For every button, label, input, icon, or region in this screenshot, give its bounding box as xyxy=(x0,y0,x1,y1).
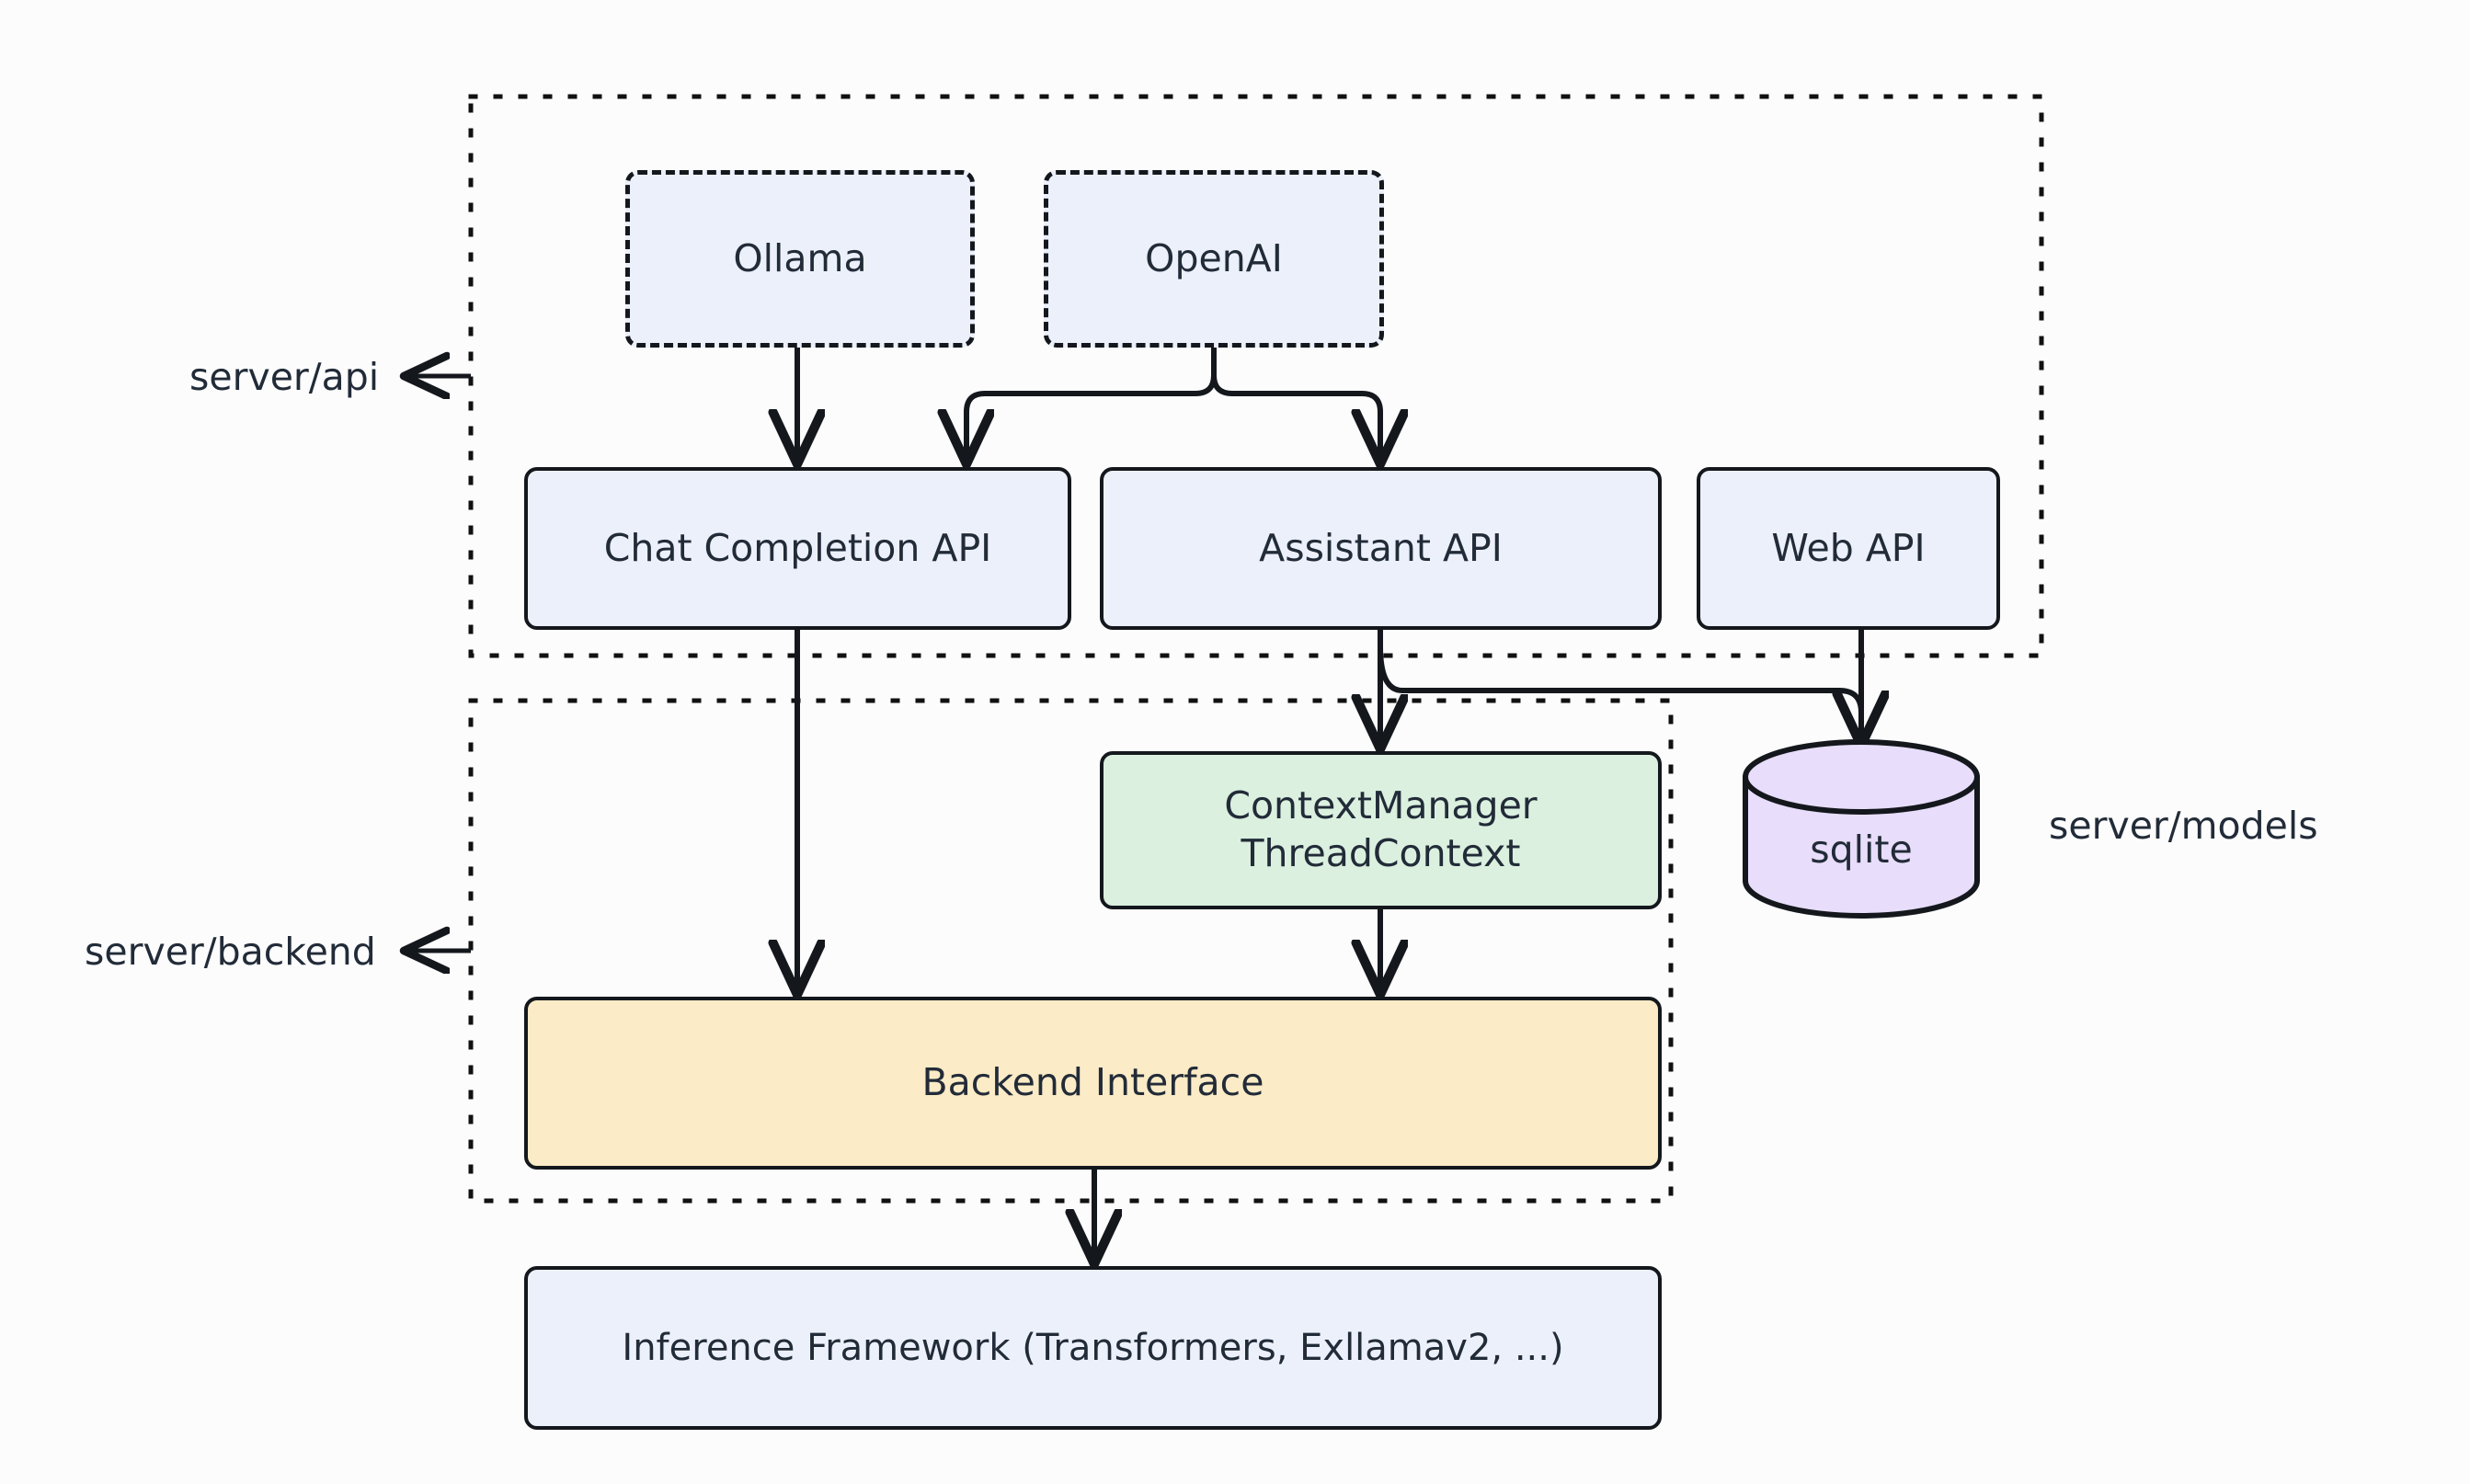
sqlite-cylinder-shape xyxy=(1743,739,1980,919)
node-backend-interface-label: Backend Interface xyxy=(921,1060,1264,1105)
node-inference-framework-label: Inference Framework (Transformers, Exlla… xyxy=(622,1326,1564,1369)
node-assistant-api-label: Assistant API xyxy=(1259,525,1503,570)
edge-assistant-api-to-sqlite xyxy=(1378,645,1861,741)
label-server-models: server/models xyxy=(2049,804,2318,848)
node-inference-framework[interactable]: Inference Framework (Transformers, Exlla… xyxy=(524,1266,1662,1430)
node-ollama[interactable]: Ollama xyxy=(625,170,975,348)
group-label-server-backend: server/backend xyxy=(85,930,376,974)
node-chat-completion-api[interactable]: Chat Completion API xyxy=(524,467,1071,630)
node-context-manager-label-line2: ThreadContext xyxy=(1241,831,1521,875)
node-sqlite-label: sqlite xyxy=(1810,828,1913,872)
node-web-api-label: Web API xyxy=(1771,525,1926,570)
node-openai[interactable]: OpenAI xyxy=(1044,170,1384,348)
node-openai-label: OpenAI xyxy=(1145,235,1283,280)
node-chat-completion-api-label: Chat Completion API xyxy=(603,525,992,570)
node-context-manager[interactable]: ContextManager ThreadContext xyxy=(1100,751,1662,909)
edge-openai-to-assistant-api xyxy=(1211,348,1380,460)
group-border-server-backend xyxy=(468,698,1674,1204)
node-web-api[interactable]: Web API xyxy=(1697,467,2000,630)
node-assistant-api[interactable]: Assistant API xyxy=(1100,467,1662,630)
edge-openai-to-chat-completion xyxy=(966,348,1217,460)
node-backend-interface[interactable]: Backend Interface xyxy=(524,997,1662,1170)
node-context-manager-label-line1: ContextManager xyxy=(1224,783,1538,828)
group-label-server-api: server/api xyxy=(189,355,380,399)
node-ollama-label: Ollama xyxy=(733,235,867,280)
